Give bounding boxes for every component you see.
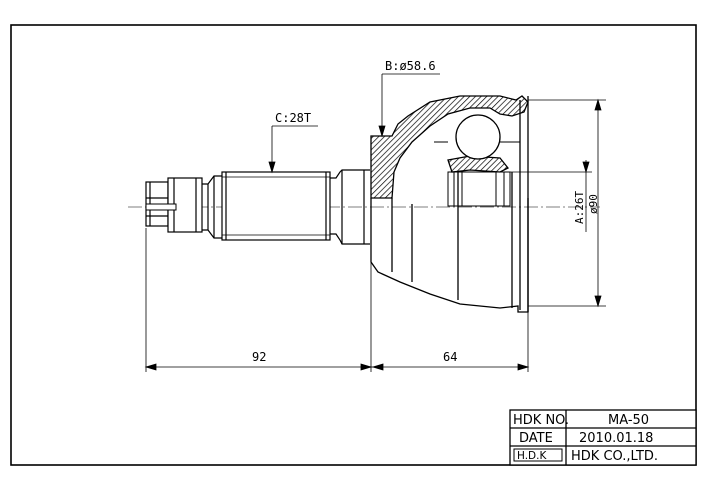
bell-housing xyxy=(370,95,529,313)
date-label: DATE xyxy=(519,431,553,446)
brand-logo: H.D.K xyxy=(517,450,547,462)
dimension-lines xyxy=(144,73,606,372)
thread-slot xyxy=(145,203,177,211)
inner-race xyxy=(434,141,520,207)
joint-ball xyxy=(455,114,501,160)
company-name: HDK CO.,LTD. xyxy=(571,449,658,464)
diameter-outer-label: ø90 xyxy=(587,194,600,214)
dimension-92-label: 92 xyxy=(252,350,266,364)
dimension-64-label: 64 xyxy=(443,350,457,364)
part-no-value: MA-50 xyxy=(608,413,649,428)
spline-c-label: C:28T xyxy=(275,111,311,125)
part-no-label: HDK NO. xyxy=(513,413,569,428)
diameter-b-label: B:ø58.6 xyxy=(385,59,436,73)
drawing-frame xyxy=(10,24,697,466)
title-block xyxy=(509,409,697,466)
spline-a-label: A:26T xyxy=(573,191,586,224)
date-value: 2010.01.18 xyxy=(579,431,653,446)
